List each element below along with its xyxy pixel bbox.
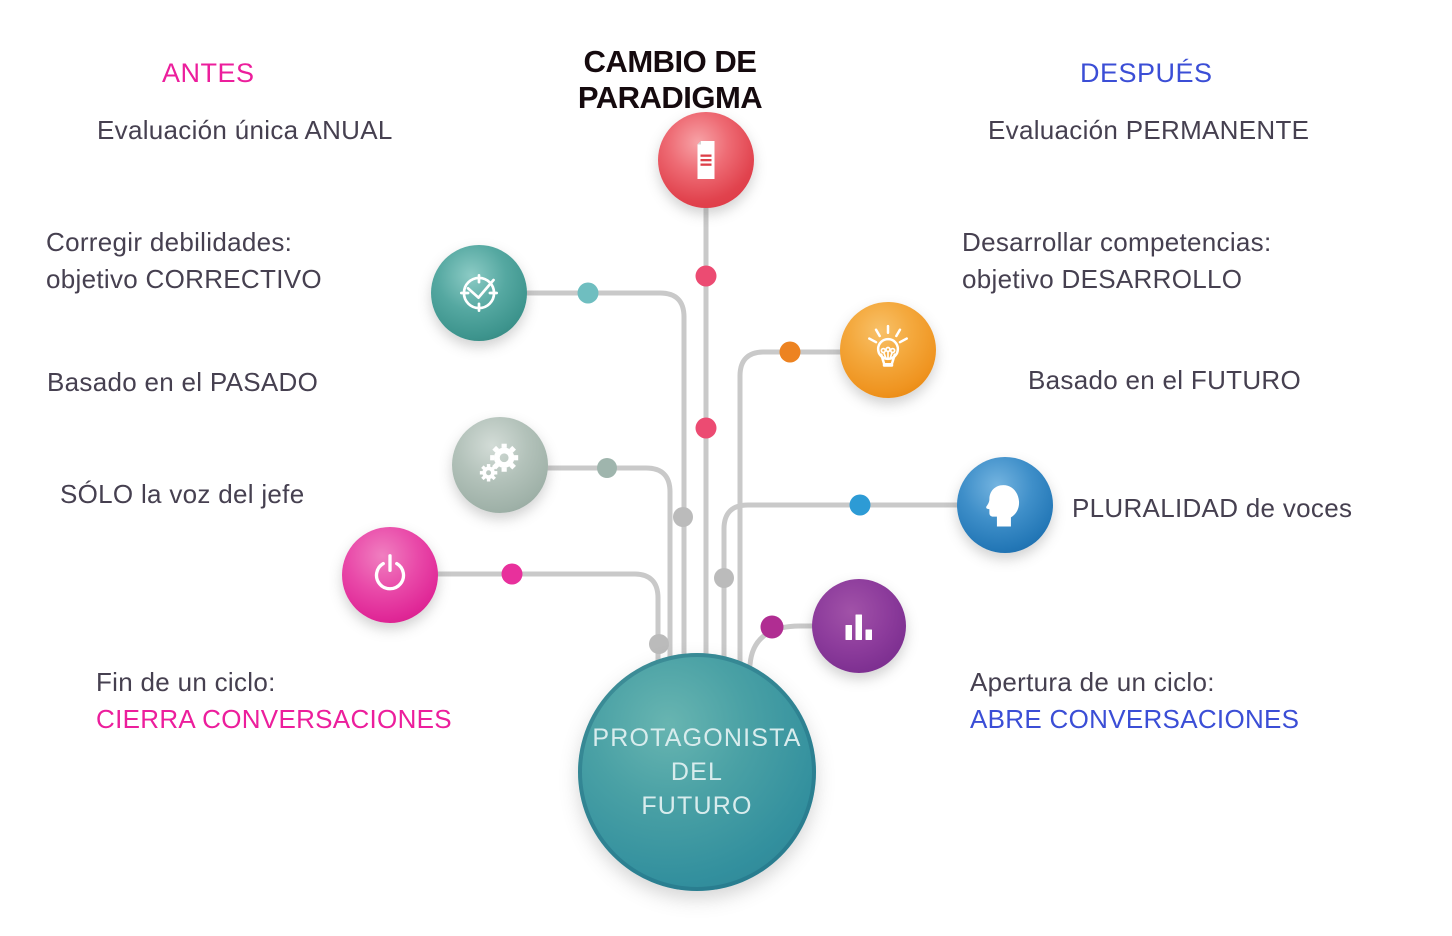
junction-dot-1 [673, 507, 693, 527]
node-lightbulb [840, 302, 936, 398]
clock-branch-dot [577, 282, 599, 304]
before-item-voice: SÓLO la voz del jefe [60, 479, 305, 509]
after-item-objective-line1: Desarrollar competencias: [962, 227, 1272, 257]
gears-branch-dot [597, 458, 617, 478]
after-item-cycle: Apertura de un ciclo: ABRE CONVERSACIONE… [970, 664, 1299, 738]
after-item-evaluation: Evaluación PERMANENTE [988, 115, 1310, 145]
head-branch-dot [849, 494, 871, 516]
lightbulb-icon [861, 323, 915, 377]
before-item-cycle-line1: Fin de un ciclo: [96, 667, 276, 697]
bars-branch-dot [760, 615, 784, 639]
before-item-objective: Corregir debilidades: objetivo CORRECTIV… [46, 224, 322, 298]
head-profile-icon [977, 477, 1033, 533]
node-document [658, 112, 754, 208]
node-gears [452, 417, 548, 513]
stem-dot-2 [695, 417, 717, 439]
before-item-evaluation: Evaluación única ANUAL [97, 115, 393, 145]
before-item-basis: Basado en el PASADO [47, 367, 319, 397]
node-clock [431, 245, 527, 341]
node-power [342, 527, 438, 623]
junction-dot-3 [649, 634, 669, 654]
connector-path-lightbulb [737, 349, 891, 667]
connector-path-clock [476, 290, 687, 659]
page-title: CAMBIO DE PARADIGMA [577, 44, 763, 115]
after-item-objective: Desarrollar competencias: objetivo DESAR… [962, 224, 1272, 298]
central-circle-label-line3: FUTURO [641, 792, 753, 820]
connector-path-power [387, 571, 661, 664]
connector-path-head [721, 502, 1008, 662]
clock-icon [452, 266, 506, 320]
central-circle-label-line1: PROTAGONISTA [592, 724, 802, 752]
before-column-label: ANTES [162, 58, 255, 88]
bar-chart-icon [833, 600, 885, 652]
node-bar-chart [812, 579, 906, 673]
central-circle-label-line2: DEL [670, 758, 724, 786]
power-icon [363, 548, 417, 602]
before-item-cycle-line2: CIERRA CONVERSACIONES [96, 704, 452, 734]
central-circle: PROTAGONISTA DEL FUTURO [578, 653, 816, 891]
before-item-cycle: Fin de un ciclo: CIERRA CONVERSACIONES [96, 664, 452, 738]
power-branch-dot [501, 563, 523, 585]
node-head-profile [957, 457, 1053, 553]
after-item-objective-line2: objetivo DESARROLLO [962, 264, 1243, 294]
after-item-cycle-line1: Apertura de un ciclo: [970, 667, 1215, 697]
after-item-cycle-line2: ABRE CONVERSACIONES [970, 704, 1300, 734]
before-item-objective-line2: objetivo CORRECTIVO [46, 264, 322, 294]
lightbulb-branch-dot [779, 341, 801, 363]
junction-dot-2 [714, 568, 734, 588]
document-icon [680, 134, 732, 186]
gears-icon [473, 438, 527, 492]
after-item-voice: PLURALIDAD de voces [1072, 493, 1353, 523]
stem-dot-1 [695, 265, 717, 287]
after-column-label: DESPUÉS [1080, 58, 1213, 88]
after-item-basis: Basado en el FUTURO [1028, 365, 1302, 395]
before-item-objective-line1: Corregir debilidades: [46, 227, 293, 257]
connector-path-gears [497, 465, 673, 661]
